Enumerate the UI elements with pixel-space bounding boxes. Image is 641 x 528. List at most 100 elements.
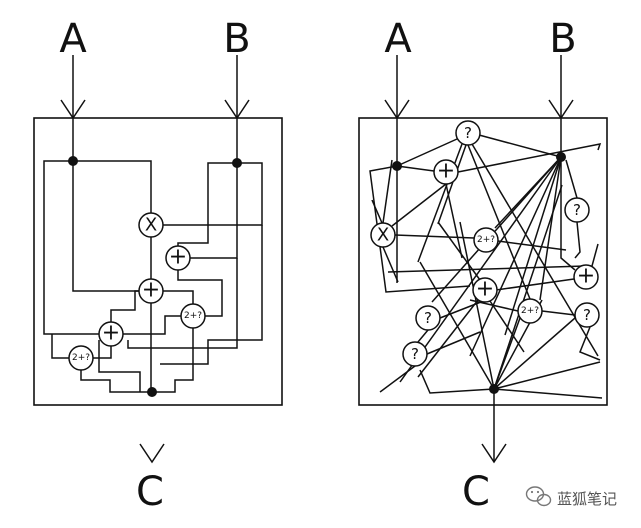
wire xyxy=(493,361,601,390)
node-label: + xyxy=(476,277,494,302)
wire xyxy=(419,369,495,394)
wire xyxy=(391,183,447,227)
node-circle xyxy=(180,303,206,329)
wire xyxy=(493,184,563,390)
wire xyxy=(439,299,487,319)
wire xyxy=(72,55,139,292)
node-label: ? xyxy=(464,124,472,142)
add-node: + xyxy=(472,277,498,303)
partial-op-node: 2+? xyxy=(68,345,94,371)
add-node: + xyxy=(98,321,124,347)
wire xyxy=(541,310,576,316)
wire xyxy=(51,334,69,359)
unknown-node: ? xyxy=(564,197,590,223)
output-c-arrowhead xyxy=(139,443,165,464)
wire xyxy=(579,326,601,361)
output-junction xyxy=(489,384,499,394)
watermark: 蓝狐笔记 xyxy=(525,486,617,508)
wire xyxy=(371,199,383,224)
wire xyxy=(565,159,578,199)
wire xyxy=(177,162,237,246)
multiply-node: X xyxy=(370,222,396,248)
node-circle xyxy=(165,245,191,271)
wire xyxy=(459,221,495,390)
input-a-junction xyxy=(392,161,402,171)
node-circle xyxy=(98,321,124,347)
output-c-label: C xyxy=(462,469,490,515)
multiply-node: X xyxy=(138,212,164,238)
node-label: + xyxy=(102,321,120,346)
circuit-box xyxy=(358,117,608,406)
wire xyxy=(437,144,467,225)
node-label: + xyxy=(577,264,595,289)
input-b-junction xyxy=(232,158,242,168)
node-label: ? xyxy=(583,306,591,324)
nodes: X++2+?+2+? xyxy=(68,212,206,371)
wire xyxy=(493,388,603,399)
add-node: + xyxy=(165,245,191,271)
wire xyxy=(419,261,495,390)
wire xyxy=(494,156,562,229)
node-circle xyxy=(370,222,396,248)
add-node: + xyxy=(433,159,459,185)
node-label: ? xyxy=(411,345,419,363)
wire xyxy=(469,299,519,312)
wire xyxy=(396,165,435,172)
unknown-node: ? xyxy=(574,302,600,328)
wire xyxy=(478,134,562,158)
wire xyxy=(73,160,152,213)
node-circle xyxy=(68,345,94,371)
wire xyxy=(80,370,152,393)
wire xyxy=(445,183,463,259)
wire xyxy=(495,278,575,291)
wire xyxy=(163,162,263,226)
node-label: + xyxy=(169,245,187,270)
wire xyxy=(394,234,475,239)
node-label: ? xyxy=(573,201,581,219)
node-circle xyxy=(415,305,441,331)
node-circle xyxy=(564,197,590,223)
node-label: 2+? xyxy=(521,306,539,316)
wire xyxy=(110,290,139,322)
wire xyxy=(152,328,194,393)
node-label: ? xyxy=(424,309,432,327)
node-label: 2+? xyxy=(184,311,202,321)
wires xyxy=(369,55,603,462)
node-circle xyxy=(574,302,600,328)
wires xyxy=(43,55,263,393)
wire xyxy=(98,340,141,392)
output-c-label: C xyxy=(136,469,164,515)
wire xyxy=(387,265,586,273)
wire xyxy=(382,159,393,224)
wire xyxy=(426,331,481,355)
wire xyxy=(417,329,429,343)
wire xyxy=(467,144,531,300)
node-label: 2+? xyxy=(72,353,90,363)
node-circle xyxy=(138,278,164,304)
input-a-label: A xyxy=(59,16,87,62)
circuit-box xyxy=(33,117,283,406)
output-junction xyxy=(147,387,157,397)
wire xyxy=(497,240,567,251)
node-circle xyxy=(473,227,499,253)
input-a-label: A xyxy=(384,16,412,62)
input-b-label: B xyxy=(549,16,576,62)
unknown-node: ? xyxy=(455,120,481,146)
wire xyxy=(43,160,99,335)
partial-op-node: 2+? xyxy=(517,298,543,324)
wire xyxy=(379,365,416,393)
input-b-junction xyxy=(556,152,566,162)
node-circle xyxy=(433,159,459,185)
wire xyxy=(437,221,481,281)
node-label: X xyxy=(145,215,157,236)
wire xyxy=(493,317,576,390)
wire xyxy=(177,270,223,317)
add-node: + xyxy=(138,278,164,304)
node-circle xyxy=(517,298,543,324)
wire xyxy=(417,299,479,378)
wire xyxy=(469,156,562,357)
wire xyxy=(160,225,263,365)
